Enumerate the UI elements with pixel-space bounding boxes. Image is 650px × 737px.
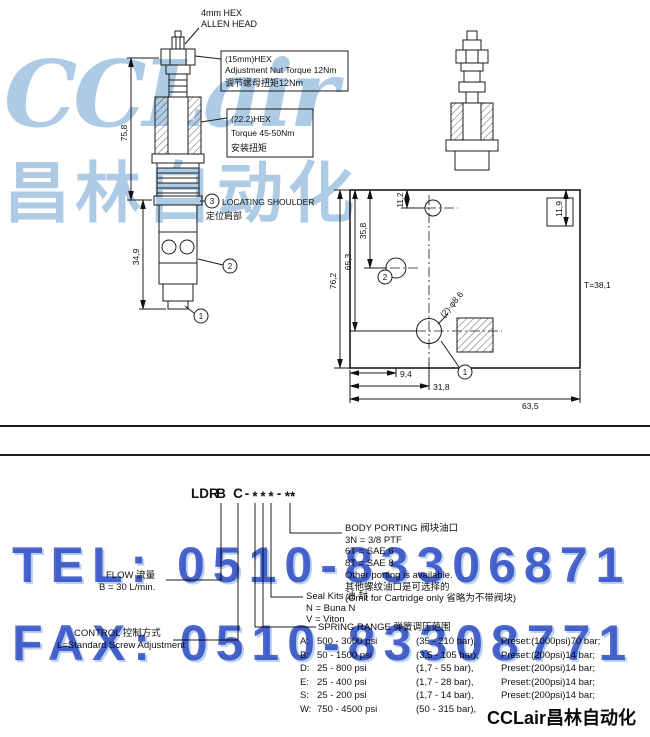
dim-76-2: 76,2 bbox=[328, 272, 338, 289]
balloon-2: 2 bbox=[228, 262, 233, 271]
allen-head-label-1: 4mm HEX bbox=[201, 8, 242, 18]
spring-psi: 25 - 400 psi bbox=[317, 676, 367, 688]
footer-brand: CCLair昌林自动化 bbox=[487, 708, 637, 728]
spring-code: A: bbox=[300, 636, 309, 647]
hex-box-line-1: (22.2)HEX bbox=[231, 114, 271, 124]
code-series: LDR bbox=[191, 486, 219, 501]
dim-35-8: 35,8 bbox=[358, 222, 368, 239]
flow-value: B = 30 L/min. bbox=[99, 582, 156, 593]
locating-shoulder-label-cn: 定位肩部 bbox=[206, 210, 242, 221]
code-dash-1: - bbox=[245, 486, 250, 501]
spring-code: S: bbox=[300, 690, 309, 702]
body-porting-option: 3N = 3/8 PTF bbox=[345, 534, 402, 546]
spring-psi: 50 - 1500 psi bbox=[317, 649, 372, 661]
spring-bar: (3,5 - 105 bar), bbox=[416, 649, 479, 661]
spring-psi: 500 - 3000 psi bbox=[317, 636, 378, 647]
cartridge-front-view bbox=[445, 30, 499, 171]
cartridge-side-view bbox=[151, 30, 205, 310]
dim-9-4: 9,4 bbox=[400, 369, 412, 379]
allen-head-label-2: ALLEN HEAD bbox=[201, 19, 258, 29]
spring-preset: Preset:(200psi)14 bar; bbox=[501, 690, 595, 702]
spring-preset: Preset:(200psi)14 bar; bbox=[501, 663, 595, 675]
spring-code: D: bbox=[300, 663, 310, 675]
code-star-1: * bbox=[252, 489, 258, 504]
body-porting-block: BODY PORTING 阀块油口 3N = 3/8 PTF 6T = SAE … bbox=[345, 523, 516, 605]
control-value: L=Standard Screw Adjustment bbox=[57, 640, 186, 651]
manifold-view bbox=[349, 189, 581, 380]
nut-box-line-1: (15mm)HEX bbox=[225, 54, 272, 64]
spring-bar: (50 - 315 bar), bbox=[416, 703, 477, 715]
spring-code: W: bbox=[300, 703, 312, 715]
dim-75-8: 75,8 bbox=[119, 124, 129, 141]
dim-11-9: 11,9 bbox=[554, 201, 564, 217]
spring-psi: 25 - 800 psi bbox=[317, 663, 367, 675]
body-porting-title: BODY PORTING 阀块油口 bbox=[345, 523, 459, 534]
code-star-2: * bbox=[260, 489, 266, 504]
locating-shoulder-label: LOCATING SHOULDER bbox=[222, 197, 314, 207]
body-porting-option: 6T = SAE 6 bbox=[345, 546, 394, 558]
nut-box-line-2: Adjustment Nut Torque 12Nm bbox=[225, 65, 336, 75]
spring-bar: (35 - 210 bar), bbox=[416, 636, 477, 647]
hole-diameter-label: (2)-φ8.6 bbox=[438, 289, 465, 319]
seal-kits-option: N = Buna N bbox=[306, 602, 356, 614]
model-code-connectors bbox=[166, 503, 342, 641]
manifold-balloon-2: 2 bbox=[383, 273, 388, 282]
spring-preset: Preset:(200psi)14 bar; bbox=[501, 676, 595, 688]
callout-boxes bbox=[184, 27, 349, 158]
dim-34-9: 34,9 bbox=[131, 248, 141, 265]
dim-65-3: 65,3 bbox=[343, 253, 353, 270]
balloon-1: 1 bbox=[199, 312, 204, 321]
thread-depth-label: T=38,1 bbox=[584, 280, 611, 290]
code-star-3: * bbox=[268, 489, 274, 504]
control-title: CONTROL 控制方式 bbox=[74, 628, 161, 639]
valve-dimensions bbox=[127, 57, 166, 310]
spring-bar: (1,7 - 14 bar), bbox=[416, 690, 474, 702]
spring-psi: 750 - 4500 psi bbox=[317, 703, 378, 715]
spring-range-title: SPRING RANGE 弹簧调压范围 bbox=[318, 622, 451, 633]
manifold-dimensions bbox=[334, 189, 581, 403]
balloon-callouts-left bbox=[184, 193, 238, 324]
model-code: LDR B C - * * * - ** bbox=[191, 486, 296, 504]
balloon-3: 3 bbox=[210, 197, 215, 206]
code-cavity: C bbox=[233, 486, 243, 501]
code-flow: B bbox=[216, 486, 226, 501]
seal-kits-option: V = Viton bbox=[306, 614, 345, 626]
dim-31-8: 31,8 bbox=[433, 382, 450, 392]
spring-preset: Preset:(200psi)14 bar; bbox=[501, 649, 595, 661]
manifold-balloon-1: 1 bbox=[463, 368, 468, 377]
nut-box-line-3: 调节螺母扭矩12Nm bbox=[225, 77, 303, 88]
flow-title: FLOW 流量 bbox=[106, 570, 156, 581]
code-dash-2: - bbox=[277, 486, 282, 501]
body-porting-note: Other porting is available. bbox=[345, 569, 453, 581]
body-porting-omit-note: (Omit for Cartridge only 省略为不带阀块) bbox=[345, 593, 517, 605]
body-porting-note-cn: 其他螺纹油口是可选择的 bbox=[345, 581, 450, 593]
dim-11-2: 11,2 bbox=[396, 192, 405, 208]
spring-preset: Preset:(1000psi)70 bar; bbox=[501, 636, 601, 647]
body-porting-option: 8T = SAE 8 bbox=[345, 558, 394, 570]
seal-kits-block: Seal Kits 油 封 N = Buna N V = Viton bbox=[306, 591, 368, 626]
spring-psi: 25 - 200 psi bbox=[317, 690, 367, 702]
section-dividers bbox=[0, 425, 650, 456]
code-stars-4: ** bbox=[285, 489, 296, 504]
dim-63-5: 63,5 bbox=[522, 401, 539, 411]
spring-code: B: bbox=[300, 649, 309, 661]
seal-kits-title: Seal Kits 油 封 bbox=[306, 591, 368, 602]
spring-bar: (1,7 - 55 bar), bbox=[416, 663, 474, 675]
hex-box-line-2: Torque 45-50Nm bbox=[231, 128, 294, 138]
hex-box-line-3: 安装扭矩 bbox=[231, 142, 267, 153]
spring-code: E: bbox=[300, 676, 309, 688]
spring-bar: (1,7 - 28 bar), bbox=[416, 676, 474, 688]
